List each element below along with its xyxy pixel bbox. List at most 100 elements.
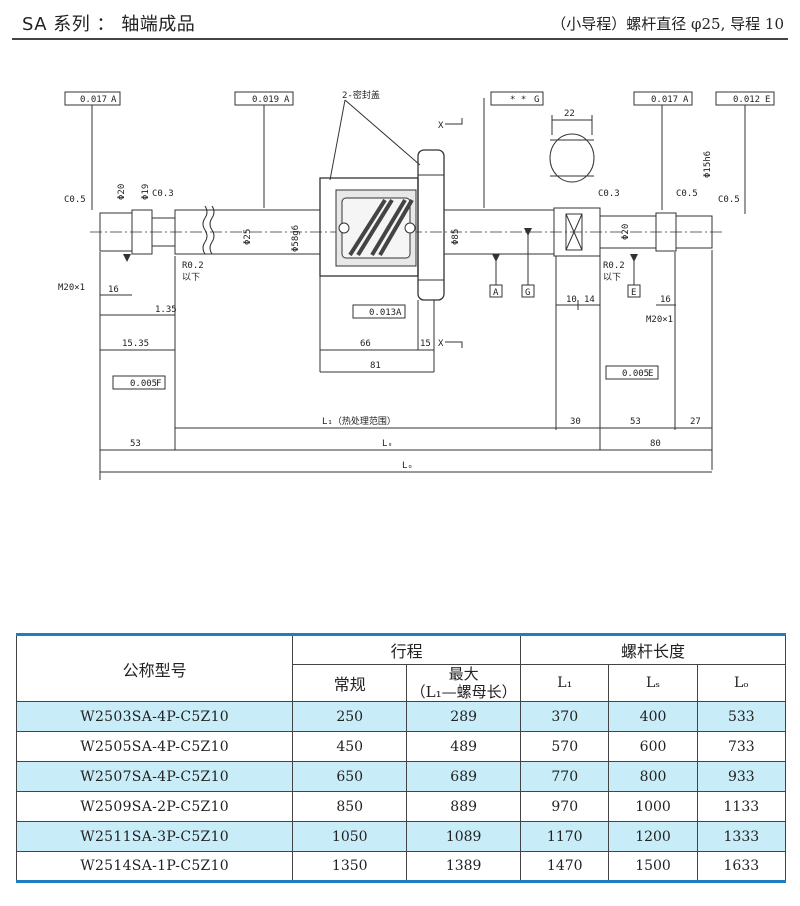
- col-lo: Lₒ: [696, 664, 787, 702]
- cell-normal: 250: [292, 701, 408, 732]
- table-row: W2511SA-3P-C5Z10 1050 1089 1170 1200 133…: [15, 821, 787, 852]
- cell-l1: 1470: [520, 851, 610, 883]
- right-thread-section: [675, 215, 713, 249]
- cell-model: W2507SA-4P-C5Z10: [15, 761, 294, 792]
- col-stroke-max-line2: （L₁—螺母长）: [410, 683, 517, 701]
- table-row: W2514SA-1P-C5Z10 1350 1389 1470 1500 163…: [15, 851, 787, 883]
- tol-mid-runout: 0.019: [252, 95, 279, 105]
- dim-66: 66: [360, 339, 371, 349]
- tol-left-runout: 0.017: [80, 95, 107, 105]
- radius-left: R0.2: [182, 261, 204, 271]
- dia-20: Φ20: [117, 184, 127, 200]
- dia-20-right: Φ20: [621, 224, 631, 240]
- dim-16-right: 16: [660, 295, 671, 305]
- table-row: W2505SA-4P-C5Z10 450 489 570 600 733: [15, 731, 787, 762]
- cell-max: 1389: [406, 851, 522, 883]
- cell-ls: 400: [608, 701, 698, 732]
- col-stroke-max: 最大 （L₁—螺母长）: [406, 664, 522, 702]
- dim-81: 81: [370, 361, 381, 371]
- dim-15-35: 15.35: [122, 339, 149, 349]
- dim-53-right: 53: [630, 417, 641, 427]
- dia-85: Φ85: [451, 229, 461, 245]
- chamfer-left2: C0.3: [152, 189, 174, 199]
- dia-19: Φ19: [141, 184, 151, 200]
- datum-a: A: [493, 288, 499, 298]
- section-arrow-bottom: [445, 341, 463, 348]
- tol-far-right-ref: E: [765, 95, 770, 105]
- page-title: SA 系列 ： 轴端成品: [22, 14, 196, 35]
- col-l1: L₁: [520, 664, 610, 702]
- cell-lo: 933: [696, 761, 787, 792]
- tol-perp-left-ref: F: [156, 379, 161, 389]
- dim-14: 14: [584, 295, 595, 305]
- tol-frame-parallel: [490, 91, 544, 106]
- dim-l1: L₁（热处理范围）: [322, 415, 396, 427]
- dim-80: 80: [650, 439, 661, 449]
- cell-normal: 450: [292, 731, 408, 762]
- dim-lo: Lₒ: [402, 461, 413, 471]
- section-mark-top: X: [438, 121, 444, 131]
- col-length: 螺杆长度: [520, 633, 786, 665]
- drawing-svg: 0.017 A 0.019 A 2-密封盖 * * G 0.017 A 0.01…: [58, 89, 775, 480]
- cell-lo: 733: [696, 731, 787, 762]
- dia-58: Φ58g6: [291, 225, 301, 252]
- dim-27: 27: [690, 417, 701, 427]
- chamfer-right: C0.3: [598, 189, 620, 199]
- cell-normal: 650: [292, 761, 408, 792]
- dim-30: 30: [570, 417, 581, 427]
- datum-e: E: [631, 288, 636, 298]
- cell-model: W2503SA-4P-C5Z10: [15, 701, 294, 732]
- tol-right-runout: 0.017: [651, 95, 678, 105]
- dia-15: Φ15h6: [703, 151, 713, 178]
- key-section: [553, 207, 601, 257]
- dim-15: 15: [420, 339, 431, 349]
- cell-model: W2511SA-3P-C5Z10: [15, 821, 294, 852]
- thread-right: M20×1: [646, 315, 673, 325]
- tol-parallel-val: * *: [510, 95, 526, 105]
- cell-model: W2514SA-1P-C5Z10: [15, 851, 294, 883]
- cell-lo: 1633: [696, 851, 787, 883]
- cell-normal: 1050: [292, 821, 408, 852]
- break-line-left: [202, 205, 208, 255]
- dim-1-35: 1.35: [155, 305, 177, 315]
- page-header: SA 系列 ： 轴端成品 （小导程）螺杆直径 φ25, 导程 10: [12, 8, 788, 40]
- cell-max: 889: [406, 791, 522, 822]
- tol-far-right-runout: 0.012: [733, 95, 760, 105]
- table-row: W2509SA-2P-C5Z10 850 889 970 1000 1133: [15, 791, 787, 822]
- tol-perp-left: 0.005: [130, 379, 157, 389]
- chamfer-right2: C0.5: [676, 189, 698, 199]
- left-bearing-section: [131, 209, 153, 255]
- nut-flange: [417, 149, 445, 301]
- table-row: W2503SA-4P-C5Z10 250 289 370 400 533: [15, 701, 787, 732]
- dim-53-left: 53: [130, 439, 141, 449]
- col-stroke-max-line1: 最大: [448, 665, 479, 683]
- tol-frame-perp-left: [112, 375, 166, 390]
- page-subtitle: （小导程）螺杆直径 φ25, 导程 10: [551, 15, 784, 33]
- datum-g: G: [525, 288, 530, 298]
- section-arrow-top: [445, 118, 463, 125]
- cell-lo: 1333: [696, 821, 787, 852]
- cell-max: 289: [406, 701, 522, 732]
- dia-25: Φ25: [243, 229, 253, 245]
- tol-right-ref: A: [683, 95, 689, 105]
- cell-normal: 1350: [292, 851, 408, 883]
- ball-screw-drawing: 0.017 A 0.019 A 2-密封盖 * * G 0.017 A 0.01…: [0, 40, 800, 500]
- key-width: 22: [564, 109, 575, 119]
- tol-perp-nut: 0.013: [369, 308, 396, 318]
- cell-ls: 1000: [608, 791, 698, 822]
- chamfer-right3: C0.5: [718, 195, 740, 205]
- tol-perp-nut-ref: A: [396, 308, 402, 318]
- tol-frame-right: [633, 91, 693, 106]
- cell-ls: 1500: [608, 851, 698, 883]
- radius-right-note: 以下: [603, 273, 621, 283]
- chamfer-left: C0.5: [64, 195, 86, 205]
- thread-left: M20×1: [58, 283, 85, 293]
- seal-label: 2-密封盖: [342, 89, 380, 101]
- cell-max: 489: [406, 731, 522, 762]
- cell-l1: 970: [520, 791, 610, 822]
- col-ls: Lₛ: [608, 664, 698, 702]
- cell-model: W2505SA-4P-C5Z10: [15, 731, 294, 762]
- cell-lo: 533: [696, 701, 787, 732]
- radius-right: R0.2: [603, 261, 625, 271]
- cell-max: 689: [406, 761, 522, 792]
